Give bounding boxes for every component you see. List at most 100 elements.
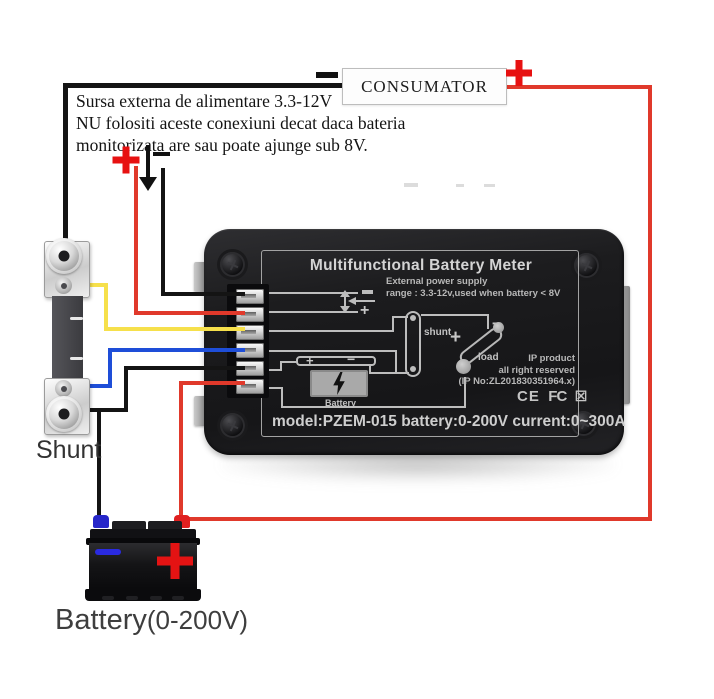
battery-label-name: Battery	[55, 604, 147, 636]
print-line	[392, 316, 408, 318]
arrow-down-icon	[139, 177, 157, 191]
note-line-2: NU folositi aceste conexiuni decat daca …	[76, 113, 406, 133]
print-load-label: load	[478, 352, 499, 363]
print-ext-supply-line2: range : 3.3-12v,used when battery < 8V	[386, 288, 561, 299]
terminal-4	[236, 343, 264, 358]
consumer-minus-icon	[316, 72, 338, 78]
wire-black-terminal5	[124, 366, 245, 370]
print-line-ext-minus	[268, 292, 358, 294]
shunt-top-sense-screw	[55, 277, 72, 294]
arrow-shaft	[344, 296, 346, 307]
print-line	[395, 372, 409, 374]
ghost-mark	[404, 183, 418, 187]
screw-icon	[220, 252, 245, 277]
print-line	[369, 372, 397, 374]
wire-red-terminal6	[179, 381, 245, 385]
wire-blue-shunt-sense	[108, 348, 112, 388]
shunt-bottom-bolt	[46, 396, 82, 432]
print-plus-icon: +	[360, 302, 370, 319]
battery-meter-device	[204, 229, 624, 455]
terminal-2	[236, 307, 264, 322]
wire-black-terminal1	[161, 292, 245, 296]
weee-bin-icon: ☒	[574, 388, 588, 404]
ce-mark-icon: CE	[517, 388, 540, 405]
print-ext-supply-line1: External power supply	[386, 276, 488, 287]
battery-rib	[126, 596, 138, 600]
print-line	[280, 361, 282, 371]
external-minus-icon	[153, 152, 170, 156]
wire-black-consumer	[63, 83, 68, 256]
wire-red-battery-positive	[179, 384, 183, 521]
print-line-ext-plus	[268, 311, 358, 313]
battery-rib	[102, 596, 114, 600]
wire-red-battery-positive	[183, 517, 652, 521]
print-line-shunt-bottom	[268, 350, 397, 352]
print-batt-plus-icon: +	[306, 353, 314, 368]
battery-label-range: (0-200V)	[146, 605, 249, 635]
external-arrow-shaft	[146, 145, 150, 179]
shunt-notch	[70, 317, 83, 320]
device-model-text: model:PZEM-015 battery:0-200V current:0~…	[272, 413, 626, 430]
ip-notice: IP product all right reserved (IP No:ZL2…	[430, 353, 575, 388]
wire-red-external-supply	[134, 166, 138, 314]
device-title: Multifunctional Battery Meter	[309, 257, 533, 274]
shunt-bottom-sense-screw	[55, 380, 72, 397]
wire-black-consumer	[63, 83, 345, 88]
terminal-5	[236, 361, 264, 376]
print-load-plus-icon: +	[450, 327, 462, 348]
print-line	[281, 406, 466, 408]
battery-rib	[150, 596, 162, 600]
arrow-up-icon	[340, 290, 350, 297]
consumer-box: CONSUMATOR	[342, 68, 507, 105]
print-line-batt-plus	[268, 369, 282, 371]
wire-yellow-shunt-sense	[104, 283, 108, 330]
battery-minus-mark-icon	[95, 549, 121, 555]
wire-black-battery-negative	[97, 408, 101, 518]
wire-red-consumer	[505, 85, 652, 89]
print-line	[395, 350, 397, 374]
ip-line1: IP product	[528, 353, 575, 364]
arrow-shaft	[355, 300, 375, 302]
print-shunt-label: shunt	[424, 327, 452, 338]
wire-yellow-terminal3	[104, 327, 245, 331]
consumer-label: CONSUMATOR	[361, 77, 488, 96]
shunt-top-bolt	[46, 238, 82, 274]
print-line-shunt-top	[268, 330, 394, 332]
arrow-down-icon	[340, 306, 350, 313]
certification-marks: CE FC ☒	[517, 388, 591, 406]
note-line-1: Sursa externa de alimentare 3.3-12V	[76, 91, 333, 111]
print-shunt-dot	[410, 366, 416, 372]
print-minus-icon	[362, 290, 373, 294]
consumer-plus-icon	[505, 59, 532, 86]
print-line-loop	[268, 387, 283, 389]
print-shunt-dot	[410, 315, 416, 321]
print-load-screw	[456, 359, 471, 374]
battery-label: Battery(0-200V)	[55, 604, 248, 637]
lightning-bolt-icon	[333, 372, 345, 395]
print-line	[280, 361, 298, 363]
screw-icon	[571, 411, 596, 436]
wire-blue-terminal4	[108, 348, 245, 352]
print-line	[464, 377, 466, 408]
print-battery-label: Battery	[325, 398, 357, 408]
print-battery-bar	[296, 356, 376, 366]
print-line	[281, 387, 283, 408]
battery-lip	[86, 538, 200, 545]
print-line-load	[421, 314, 489, 316]
print-batt-minus-icon: −	[347, 351, 356, 367]
wire-red-consumer	[648, 85, 652, 521]
wire-red-terminal2	[134, 311, 245, 315]
ghost-mark	[484, 184, 495, 187]
shunt-notch	[70, 357, 83, 360]
battery-plus-mark-icon	[156, 542, 194, 580]
ip-line2: all right reserved	[498, 364, 575, 376]
battery-rib	[172, 596, 184, 600]
print-line	[487, 314, 489, 329]
arrow-left-icon	[348, 297, 356, 305]
wire-black-terminal5	[124, 366, 128, 412]
battery-negative-terminal	[93, 515, 109, 528]
external-plus-icon	[112, 146, 140, 174]
wire-black-shunt-battery	[62, 408, 128, 412]
shunt-resistor-bar	[52, 296, 83, 380]
